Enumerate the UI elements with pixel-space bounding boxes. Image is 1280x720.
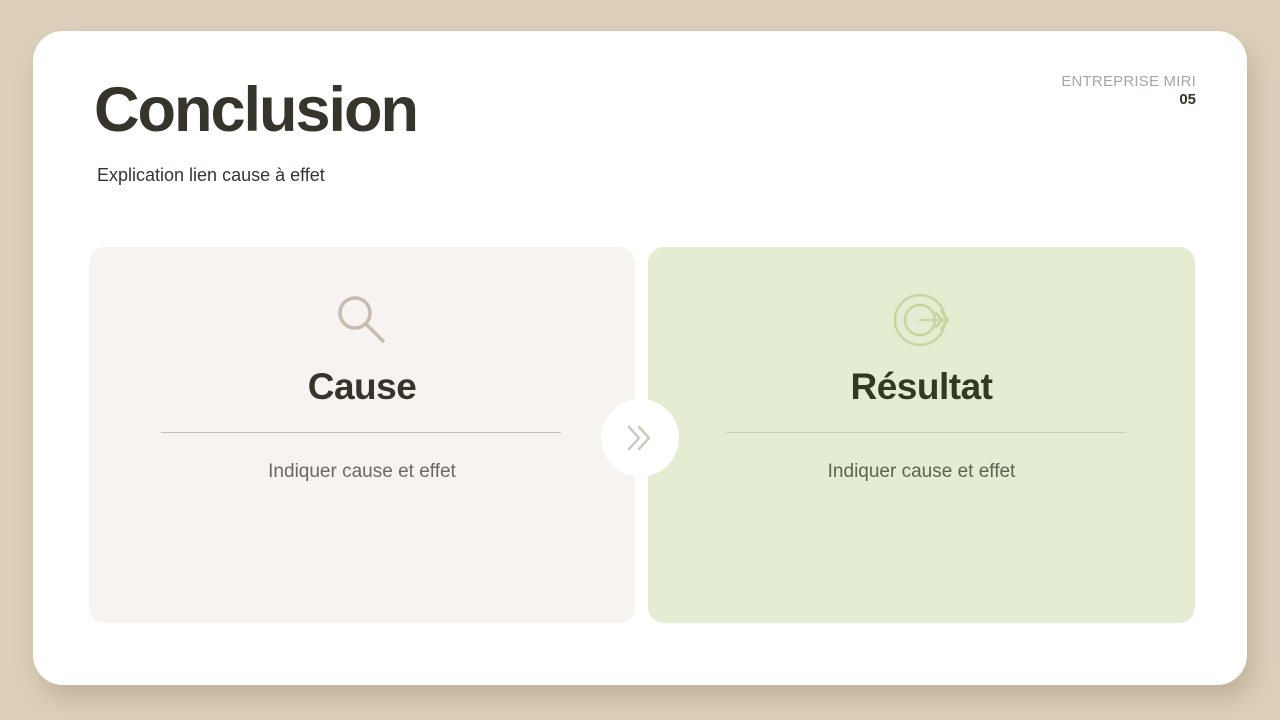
result-text: Indiquer cause et effet [827,461,1016,482]
result-title: Résultat [850,366,993,407]
page-subtitle: Explication lien cause à effet [97,165,325,185]
slide: Conclusion Explication lien cause à effe… [33,31,1247,685]
cause-divider [161,432,561,433]
company-info: ENTREPRISE MIRI 05 [1061,74,1196,107]
magnifier-icon [333,291,391,349]
cause-card: Cause Indiquer cause et effet [89,247,635,623]
connector-arrow [601,399,679,477]
cause-title: Cause [307,366,417,407]
result-divider [726,432,1126,433]
page-title: Conclusion [94,75,419,145]
cause-text: Indiquer cause et effet [268,461,456,482]
page-number: 05 [1179,91,1196,108]
double-chevron-right-icon [627,425,651,451]
result-card: Résultat Indiquer cause et effet [648,247,1195,623]
company-name: ENTREPRISE MIRI [1061,73,1196,90]
target-icon [893,291,951,349]
